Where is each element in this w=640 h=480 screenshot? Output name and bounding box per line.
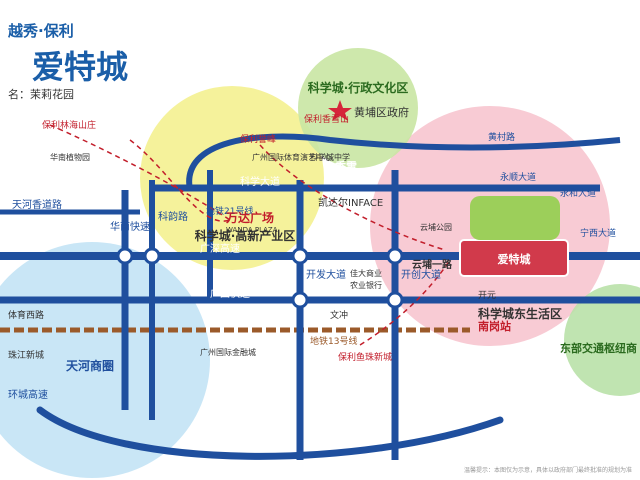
metro21-label: 地铁21号线 [206,205,253,217]
zone-admin-label: 科学城·行政文化区 [308,80,409,95]
poi-wanda[interactable]: 万达广场 [225,210,274,225]
road-huanan-label: 华南快速 [110,220,150,233]
poi-kexue-mid[interactable]: 科学城中学 [310,152,350,162]
poi-yuelu[interactable]: 保利誉峰 [240,133,276,145]
poi-nongye[interactable]: 农业银行 [350,280,382,290]
zone-dongbu-circle [564,284,640,396]
road-guangyuan-label: 广园快速 [210,288,250,300]
poi-huangpu-gov[interactable]: 黄埔区政府 [354,105,409,119]
project-site-label: 爱特城 [498,252,531,266]
poi-gz-sports[interactable]: 广州国际体育演艺中心 [252,152,332,162]
poi-jiada[interactable]: 佳大商业 [350,268,382,278]
zone-tianhe-label: 天河商圈 [66,358,114,373]
ring-road-outer [36,406,504,460]
road-zhujiang-label: 珠江新城 [8,349,44,361]
poi-nangang[interactable]: 南岗站 [478,319,511,333]
station-6-icon [291,291,309,309]
link-dashed-3 [359,259,451,346]
ring-road-upper [186,133,621,191]
poi-huanan-bot[interactable]: 华南植物园 [50,152,90,162]
zone-dongbu-label: 东部交通枢纽商 [560,341,637,355]
road-kexue-label: 科学大道 [240,175,280,188]
road-tiyu-label: 体育西路 [8,309,44,321]
poi-gz-intl[interactable]: 广州国际金融城 [200,347,256,357]
footnote: 温馨提示：本图仅为示意，具体以政府部门最终批准的规划为准 [464,466,632,474]
poi-wanda-en: WANDA PLAZA [226,226,278,234]
brand-alias: 名：茉莉花园 [8,87,74,101]
poi-lugang[interactable]: 保利鱼珠新城 [338,351,392,363]
link-dashed-4 [129,139,231,222]
zone-hightech-label: 科学城·高新产业区 [195,228,296,243]
station-4-icon [386,247,404,265]
poi-xiangxue[interactable]: 保利香雪山 [304,113,349,125]
road-kaichuang-label: 开创大道 [401,268,441,281]
poi-yunpu-park[interactable]: 云埔公园 [420,222,452,232]
link-dashed-2 [259,144,446,251]
station-1-icon [116,247,134,265]
poi-wenchong[interactable]: 文冲 [330,309,348,321]
brand-developer: 越秀·保利 [7,22,74,40]
road-keyun-label: 科韵路 [158,210,188,223]
road-kaifa-label: 开发大道 [306,268,346,281]
road-huangcun-label: 黄村路 [488,131,515,143]
metro13-label: 地铁13号线 [310,335,357,347]
road-yongshun-label: 永顺大道 [500,171,536,183]
road-huanjiang-label: 环城高速 [8,388,48,401]
poi-linhai[interactable]: 保利林海山庄 [42,119,96,131]
road-xiangxue-label: 香雪 [334,159,357,173]
road-kaiyuan-label: 开元 [478,290,496,301]
zone-hightech-circle [140,86,324,270]
road-yunpu-label: 云埔一路 [412,258,453,271]
road-ningxi-label: 宁西大道 [580,227,616,239]
road-guangshen-label: 广深高速 [200,242,240,255]
zone-east-label: 科学城东生活区 [478,306,562,321]
poi-inface[interactable]: 凯达尔INFACE [318,196,383,209]
road-yonghe-label: 永和大道 [560,187,596,199]
green-hills [470,196,560,240]
link-dashed-1 [49,124,231,221]
gov-star-icon [328,100,352,121]
road-tianhe-label: 天河香道路 [12,198,62,211]
brand-project: 爱特城 [32,48,128,86]
station-5-icon [386,291,404,309]
station-2-icon [143,247,161,265]
station-3-icon [291,247,309,265]
